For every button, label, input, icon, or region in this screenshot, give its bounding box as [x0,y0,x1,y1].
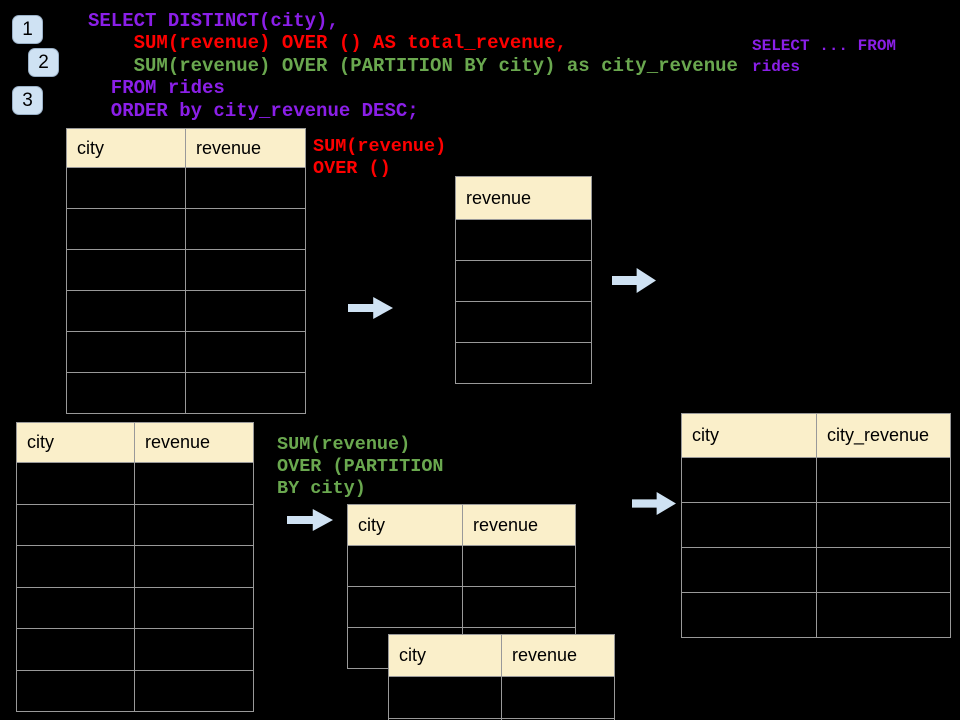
column-header-city_revenue: city_revenue [817,414,950,457]
arrow-right-icon [348,297,393,319]
code-line: SUM(revenue) [277,434,411,455]
column-header-city: city [682,414,816,457]
table-cell-empty [135,587,253,628]
table-cell-empty [135,504,253,545]
table-cell-empty [456,220,591,260]
table-cell-empty [682,593,816,637]
table-cell-empty [186,209,305,249]
table-cell-empty [186,168,305,208]
column-header-revenue: revenue [186,129,305,167]
table-cell-empty [17,670,134,711]
column-header-revenue: revenue [456,177,591,219]
table-cell-empty [135,546,253,587]
side-note-select-from-rides: SELECT ... FROM rides [752,36,896,78]
arrow-right-icon [287,509,333,531]
code-line: FROM rides [88,77,225,100]
table-cell-empty [186,291,305,331]
code-line: SUM(revenue) OVER (PARTITION BY city) as… [88,54,738,77]
table-cell-empty [463,587,575,627]
table-cell-empty [817,593,950,637]
column-header-revenue: revenue [502,635,614,676]
code-line: ORDER by city_revenue DESC; [88,99,419,122]
table-cell-empty [817,503,950,547]
arrow-right-icon [632,492,676,515]
column-header-city: city [348,505,462,545]
table-cell-empty [348,546,462,586]
table-cell-empty [135,670,253,711]
arrow-right-icon [612,268,656,293]
table-cell-empty [135,629,253,670]
sql-query-code: SELECT DISTINCT(city), SUM(revenue) OVER… [88,10,738,122]
code-line: BY city) [277,478,366,499]
table-cell-empty [817,458,950,502]
table-cell-empty [67,373,185,413]
table-cell-empty [456,302,591,342]
table-cell-empty [67,250,185,290]
table-cell-empty [67,168,185,208]
table-cell-empty [502,677,614,718]
code-line: SELECT ... FROM [752,37,897,55]
column-header-city: city [17,423,134,462]
table-cell-empty [348,587,462,627]
table-cell-empty [463,546,575,586]
table-total-revenue-result: revenue [455,176,592,384]
table-cell-empty [682,548,816,592]
step-badge-2: 2 [28,48,59,77]
table-cell-empty [17,504,134,545]
step-badge-1: 1 [12,15,43,44]
step-badge-3: 3 [12,86,43,115]
column-header-revenue: revenue [463,505,575,545]
table-cell-empty [17,587,134,628]
column-header-city: city [67,129,185,167]
table-cell-empty [67,332,185,372]
table-cell-empty [817,548,950,592]
table-cell-empty [67,291,185,331]
table-cell-empty [17,546,134,587]
table-cell-empty [456,261,591,301]
table-cell-empty [186,250,305,290]
table-cell-empty [67,209,185,249]
table-cell-empty [186,373,305,413]
annotation-sum-over-total: SUM(revenue)OVER () [313,136,446,180]
code-line: OVER (PARTITION [277,456,444,477]
table-cell-empty [389,677,501,718]
code-line: SELECT DISTINCT(city), [88,10,339,32]
table-cell-empty [17,629,134,670]
column-header-city: city [389,635,501,676]
table-cell-empty [682,458,816,502]
table-cell-empty [456,343,591,383]
table-cell-empty [135,463,253,504]
code-line: rides [752,58,801,76]
code-line: SUM(revenue) [313,136,447,157]
column-header-revenue: revenue [135,423,253,462]
table-cell-empty [682,503,816,547]
table-cell-empty [17,463,134,504]
code-line: OVER () [313,158,391,179]
table-cell-empty [186,332,305,372]
code-line: SUM(revenue) OVER () AS total_revenue, [88,32,567,55]
